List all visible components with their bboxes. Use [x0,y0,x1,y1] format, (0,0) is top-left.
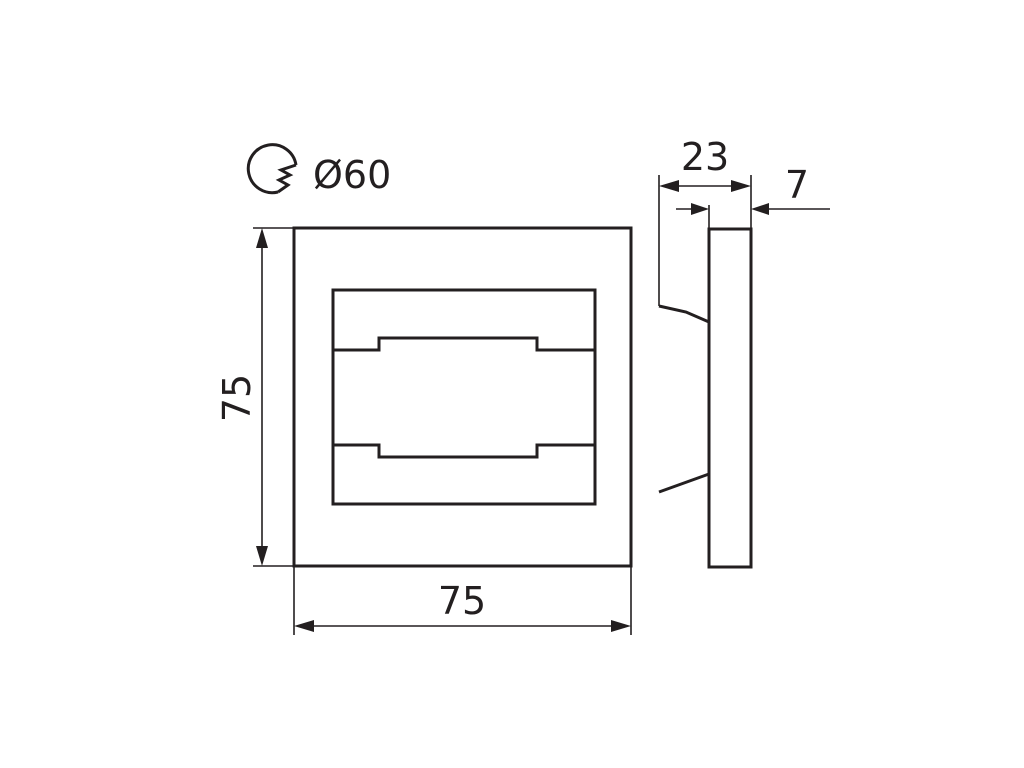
hole-diameter-label: Ø60 [313,153,391,197]
front-inner-window [331,288,597,506]
diffuser-bottom-profile [333,443,595,459]
drill-hole-icon [246,143,298,195]
side-view-box-bottom [658,472,710,494]
width-label: 75 [438,579,486,623]
side-view-plate [707,227,753,569]
diffuser-top-profile [333,336,595,352]
front-outer-frame [292,226,633,568]
side-view-box-top [658,304,710,324]
depth-label: 23 [681,135,729,179]
height-dimension [253,227,294,567]
thickness-label: 7 [785,163,809,207]
depth-dimension [658,175,752,306]
thickness-dimension [676,203,830,229]
height-label: 75 [215,374,259,422]
width-dimension [293,566,632,635]
